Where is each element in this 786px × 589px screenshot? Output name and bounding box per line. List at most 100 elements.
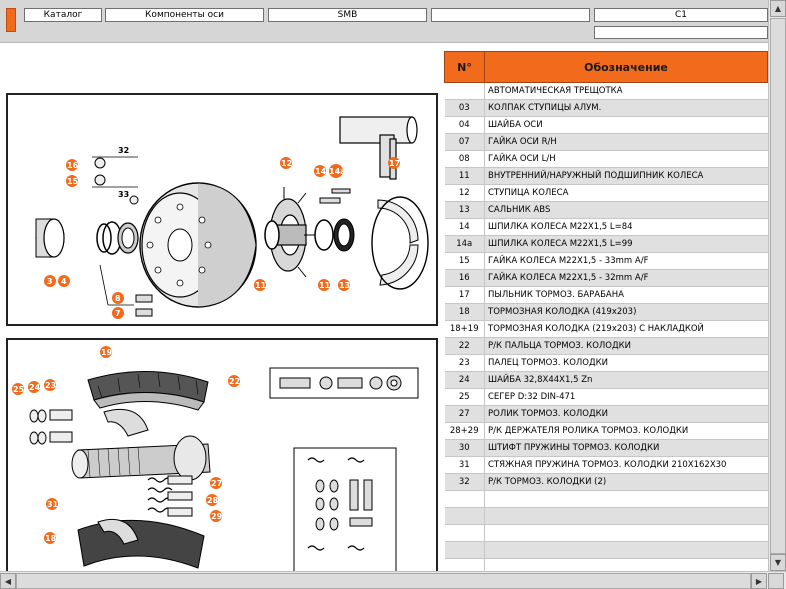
table-row[interactable] (444, 524, 768, 542)
breadcrumb-axle-components[interactable]: Компоненты оси (105, 8, 264, 22)
table-row[interactable] (444, 490, 768, 508)
scroll-corner (768, 573, 784, 589)
callout-25: 25 (13, 385, 25, 394)
column-header-number[interactable]: N° (444, 51, 485, 83)
part-number-cell (444, 541, 485, 559)
scroll-right-button[interactable]: ▶ (751, 573, 767, 589)
part-number-cell: 04 (444, 116, 485, 134)
part-designation-cell: САЛЬНИК ABS (484, 201, 768, 219)
part-number-cell: 08 (444, 150, 485, 168)
callout-27: 27 (211, 479, 222, 488)
scroll-left-button[interactable]: ◀ (0, 573, 16, 589)
callout-17: 17 (389, 159, 400, 168)
table-row[interactable] (444, 541, 768, 559)
callout-3: 3 (47, 277, 53, 286)
part-number-cell: 11 (444, 167, 485, 185)
arrow-left-icon: ◀ (4, 576, 12, 586)
top-toolbar: Каталог Компоненты оси SMB C1 (0, 0, 768, 43)
column-header-designation[interactable]: Обозначение (484, 51, 768, 83)
part-designation-cell: Р/К ТОРМОЗ. КОЛОДКИ (2) (484, 473, 768, 491)
part-designation-cell: СЕГЕР D:32 DIN-471 (484, 388, 768, 406)
part-designation-cell: ПЫЛЬНИК ТОРМОЗ. БАРАБАНА (484, 286, 768, 304)
callouts-group: 16 15 12 14 14a 17 3 4 11 11 13 8 7 (44, 157, 400, 319)
part-designation-cell: КОЛПАК СТУПИЦЫ АЛУМ. (484, 99, 768, 117)
callout-18: 18 (45, 534, 57, 543)
part-number-cell: 12 (444, 184, 485, 202)
vertical-scroll-thumb[interactable] (770, 18, 786, 554)
table-row[interactable]: АВТОМАТИЧЕСКАЯ ТРЕЩОТКА (444, 82, 768, 100)
part-designation-cell (484, 524, 768, 542)
hub-exploded-view: 32 33 16 15 12 14 14a 17 3 4 11 11 13 (35, 116, 429, 319)
breadcrumb-manufacturer[interactable]: SMB (268, 8, 427, 22)
part-number-cell: 23 (444, 354, 485, 372)
breadcrumb-empty[interactable] (431, 8, 590, 22)
callout-4: 4 (61, 277, 67, 286)
horizontal-scroll-thumb[interactable] (16, 573, 751, 589)
secondary-field[interactable] (594, 26, 768, 39)
part-number-cell: 07 (444, 133, 485, 151)
arrow-right-icon: ▶ (755, 576, 763, 586)
dim-label-33: 33 (118, 190, 129, 199)
table-header: N° Обозначение (444, 51, 768, 83)
callout-11-right: 11 (319, 281, 331, 290)
callout-22: 22 (229, 377, 240, 386)
part-designation-cell: РОЛИК ТОРМОЗ. КОЛОДКИ (484, 405, 768, 423)
part-designation-cell: ШТИФТ ПРУЖИНЫ ТОРМОЗ. КОЛОДКИ (484, 439, 768, 457)
part-number-cell (444, 507, 485, 525)
callout-12: 12 (281, 159, 292, 168)
table-row[interactable] (444, 507, 768, 525)
horizontal-scrollbar[interactable]: ◀ ▶ (0, 571, 786, 589)
part-number-cell: 16 (444, 269, 485, 287)
part-designation-cell: ГАЙКА КОЛЕСА M22X1,5 - 32mm A/F (484, 269, 768, 287)
scroll-up-button[interactable]: ▲ (770, 0, 786, 17)
part-number-cell: 15 (444, 252, 485, 270)
scroll-down-button[interactable]: ▼ (770, 554, 786, 571)
callout-29: 29 (211, 512, 223, 521)
arrow-up-icon: ▲ (774, 4, 782, 13)
part-number-cell: 27 (444, 405, 485, 423)
callout-11-left: 11 (255, 281, 267, 290)
part-number-cell: 14a (444, 235, 485, 253)
callout-14: 14 (315, 167, 327, 176)
part-number-cell: 18+19 (444, 320, 485, 338)
diagram-brake-assembly: 19 22 25 24 23 27 28 29 31 18 (6, 338, 438, 571)
part-designation-cell: ГАЙКА ОСИ L/H (484, 150, 768, 168)
part-number-cell: 30 (444, 439, 485, 457)
part-designation-cell: ШПИЛКА КОЛЕСА M22X1,5 L=84 (484, 218, 768, 236)
part-designation-cell (484, 541, 768, 559)
part-number-cell: 03 (444, 99, 485, 117)
breadcrumb-code[interactable]: C1 (594, 8, 768, 22)
dim-label-32: 32 (118, 146, 129, 155)
callout-23: 23 (45, 381, 56, 390)
part-designation-cell: АВТОМАТИЧЕСКАЯ ТРЕЩОТКА (484, 82, 768, 100)
callout-31: 31 (47, 500, 59, 509)
breadcrumb-catalog[interactable]: Каталог (24, 8, 102, 22)
part-designation-cell: Р/К ПАЛЬЦА ТОРМОЗ. КОЛОДКИ (484, 337, 768, 355)
vertical-scrollbar[interactable]: ▲ ▼ (768, 0, 786, 571)
part-number-cell: 14 (444, 218, 485, 236)
